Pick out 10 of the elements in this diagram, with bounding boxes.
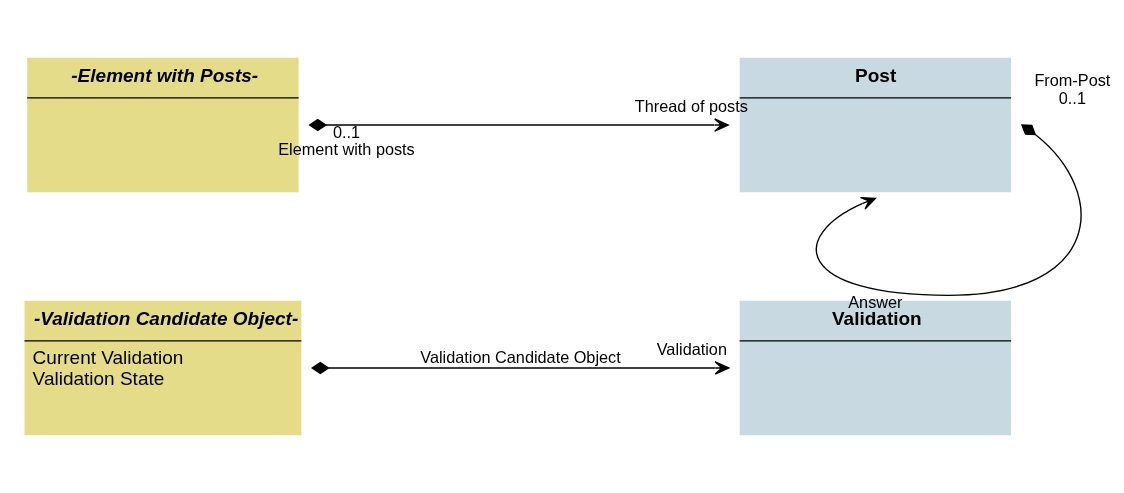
label: Thread of posts [634,97,748,116]
edge-label: Validation Candidate Object [420,348,621,367]
arrow [815,124,1082,297]
label: Element with posts [278,140,415,159]
label: 0..1 [1058,88,1086,107]
arrow [308,118,729,132]
arrow [310,361,730,375]
label: 0..1 [332,122,361,141]
label: Validation [656,339,727,358]
label: From-Post [1034,70,1111,89]
